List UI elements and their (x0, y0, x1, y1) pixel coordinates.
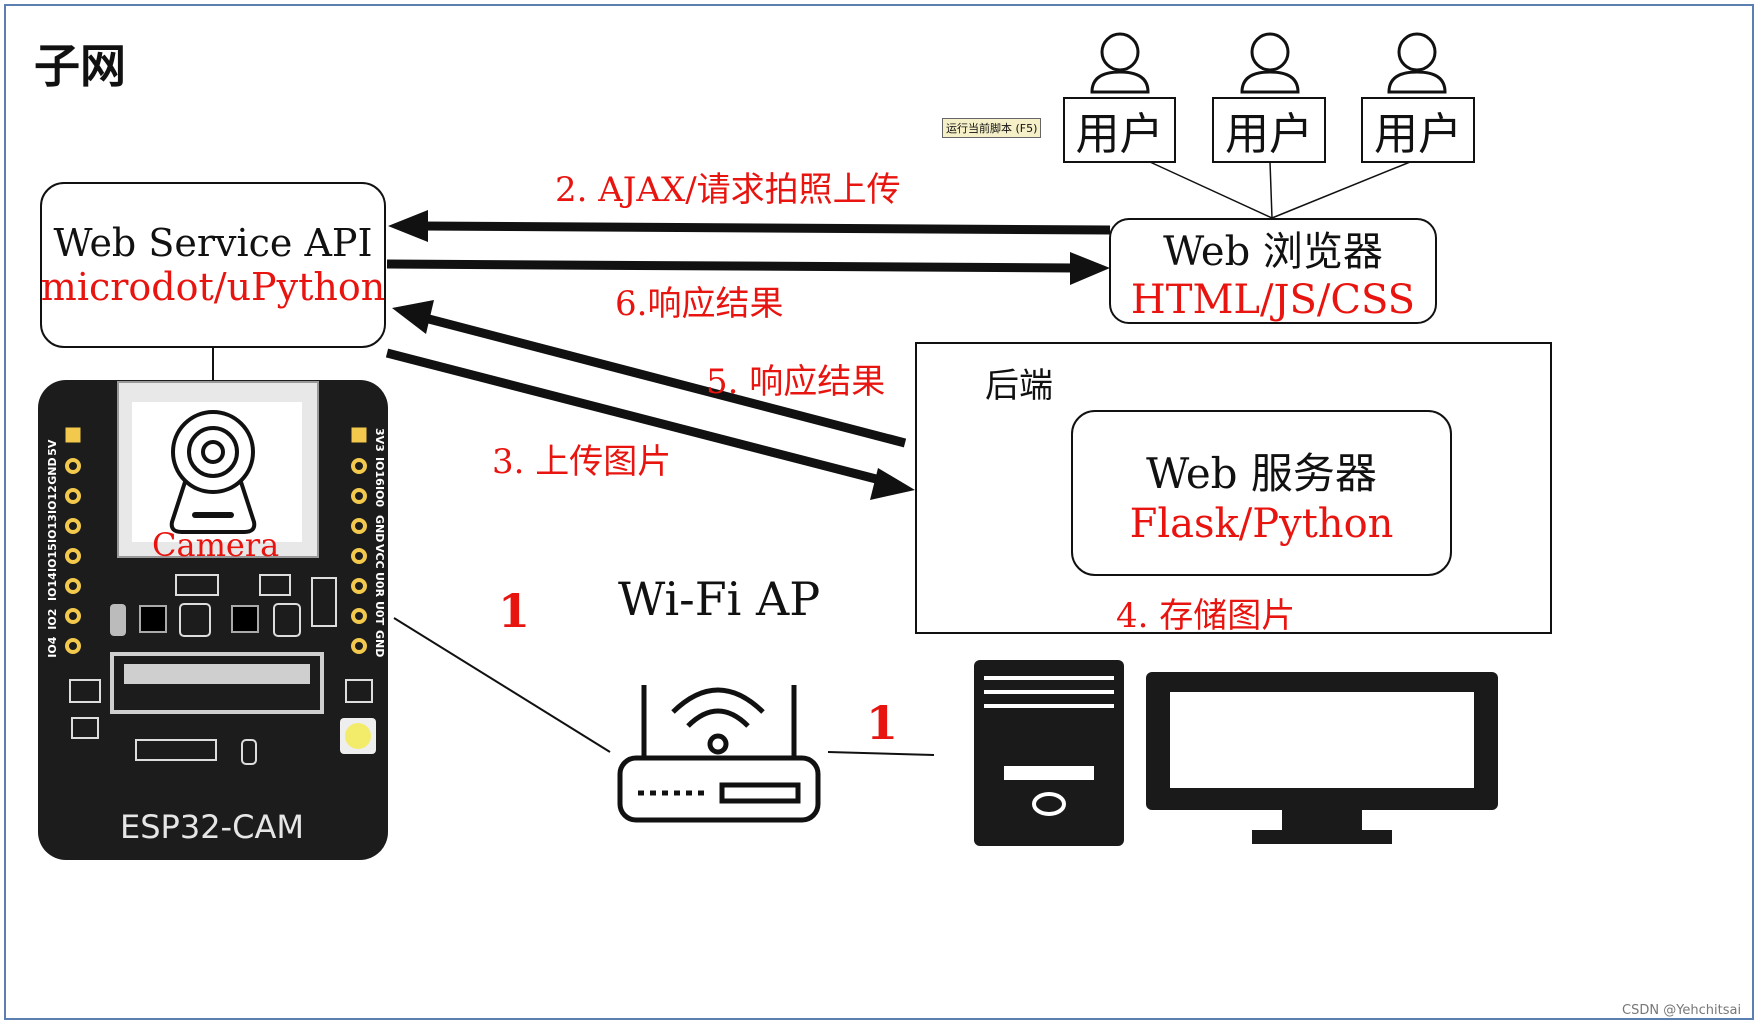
board-router-link (393, 617, 611, 753)
response6-arrow (386, 252, 1110, 285)
user-box: 用户 (1361, 97, 1475, 163)
user-label: 用户 (1075, 109, 1164, 160)
ajax-arrow (388, 210, 1111, 242)
pin-label: U0T (373, 601, 386, 626)
browser-tech: HTML/JS/CSS (1130, 277, 1416, 323)
user-icon (1090, 32, 1150, 94)
browser-title: Web 浏览器 (1163, 229, 1383, 275)
link-label-board-router: 1 (498, 584, 531, 638)
subnet-title: 子网 (34, 39, 126, 93)
pin-label: IO2 (46, 608, 59, 630)
web-service-api-box: Web Service API microdot/uPython (40, 182, 386, 348)
watermark: CSDN @Yehchitsai (1622, 1003, 1742, 1018)
pin-label: VCC (373, 543, 386, 569)
pin-label: IO14 (46, 571, 59, 601)
pin-label: IO12 (46, 484, 59, 514)
pin-label: IO13 (46, 513, 59, 543)
user-icon (1387, 32, 1447, 94)
pin-label: IO16 (373, 456, 386, 486)
pin-label: IO0 (373, 485, 386, 507)
user-browser-links (1149, 161, 1411, 219)
upload3-arrow (385, 348, 915, 500)
pin-label: GND (373, 514, 386, 543)
pc-tower-icon (974, 660, 1124, 846)
user-box: 用户 (1063, 97, 1176, 163)
esp32-board (38, 380, 388, 860)
server-title: Web 服务器 (1146, 448, 1377, 498)
user-icon (1240, 32, 1300, 94)
user-label: 用户 (1225, 109, 1313, 160)
user-label: 用户 (1374, 109, 1462, 160)
store4-label: 4. 存储图片 (1116, 596, 1296, 636)
router-icon (617, 685, 821, 823)
link-label-router-pc: 1 (866, 696, 899, 750)
router-pc-link (827, 751, 935, 756)
api-tech: microdot/uPython (40, 265, 386, 309)
upload3-label: 3. 上传图片 (492, 442, 672, 482)
pin-label: U0R (373, 572, 386, 598)
response5-arrow (392, 300, 907, 448)
api-title: Web Service API (53, 221, 373, 265)
web-server-box: Web 服务器 Flask/Python (1071, 410, 1452, 576)
camera-icon (169, 410, 257, 534)
web-browser-box: Web 浏览器 HTML/JS/CSS (1109, 218, 1437, 324)
left-pin-labels: 5V GND IO12 IO13 IO15 IO14 IO2 IO4 (46, 428, 62, 658)
response6-label: 6.响应结果 (615, 284, 784, 324)
board-label: ESP32-CAM (120, 808, 304, 846)
pin-label: IO4 (46, 636, 59, 658)
right-pin-labels: 3V3 IO16 IO0 GND VCC U0R U0T GND (370, 428, 386, 658)
camera-label: Camera (152, 526, 280, 564)
backend-label: 后端 (985, 366, 1053, 406)
pin-label: GND (373, 630, 386, 658)
user-box: 用户 (1212, 97, 1326, 163)
pin-label: 5V (46, 439, 59, 456)
pin-label: IO15 (46, 542, 59, 572)
pin-label: GND (46, 457, 59, 485)
monitor-icon (1146, 672, 1498, 844)
response5-label: 5. 响应结果 (706, 362, 886, 402)
wifi-label: Wi-Fi AP (618, 572, 821, 626)
ajax-label: 2. AJAX/请求拍照上传 (555, 170, 901, 210)
pin-label: 3V3 (373, 428, 386, 452)
server-tech: Flask/Python (1129, 500, 1394, 547)
subnet-frame (4, 4, 1754, 1020)
run-script-tooltip: 运行当前脚本 (F5) (942, 118, 1042, 138)
